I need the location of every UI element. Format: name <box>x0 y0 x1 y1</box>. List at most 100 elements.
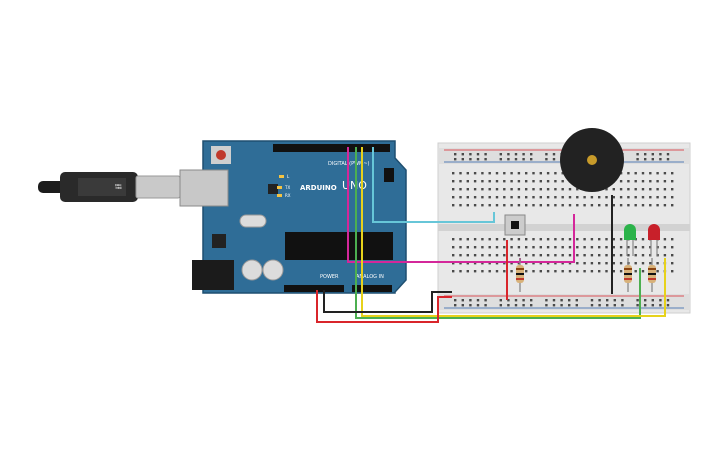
breadboard-hole[interactable] <box>546 172 550 175</box>
breadboard-hole[interactable] <box>568 254 572 257</box>
breadboard-hole[interactable] <box>452 262 455 265</box>
breadboard-hole[interactable] <box>503 188 506 191</box>
breadboard-hole[interactable] <box>590 254 594 257</box>
breadboard-hole[interactable] <box>651 153 654 156</box>
breadboard-hole[interactable] <box>514 299 518 302</box>
breadboard-hole[interactable] <box>473 204 477 207</box>
breadboard-hole[interactable] <box>561 172 564 175</box>
breadboard-hole[interactable] <box>507 158 510 161</box>
breadboard-hole[interactable] <box>546 238 550 241</box>
breadboard-hole[interactable] <box>627 254 630 257</box>
breadboard-hole[interactable] <box>576 238 579 241</box>
breadboard-hole[interactable] <box>656 262 659 265</box>
breadboard-hole[interactable] <box>517 262 521 265</box>
breadboard-hole[interactable] <box>663 172 667 175</box>
breadboard-hole[interactable] <box>641 196 645 199</box>
breadboard-hole[interactable] <box>612 238 615 241</box>
breadboard-hole[interactable] <box>473 270 477 273</box>
breadboard-hole[interactable] <box>488 238 491 241</box>
breadboard-hole[interactable] <box>459 188 462 191</box>
breadboard-hole[interactable] <box>546 246 550 249</box>
breadboard-hole[interactable] <box>525 262 528 265</box>
breadboard-hole[interactable] <box>484 158 487 161</box>
breadboard-hole[interactable] <box>641 188 645 191</box>
breadboard-hole[interactable] <box>459 204 462 207</box>
breadboard-hole[interactable] <box>459 246 462 249</box>
breadboard-hole[interactable] <box>488 262 491 265</box>
wire-cyan[interactable] <box>372 147 495 223</box>
breadboard-hole[interactable] <box>666 299 670 302</box>
breadboard-hole[interactable] <box>634 254 637 257</box>
breadboard-hole[interactable] <box>576 254 579 257</box>
breadboard-hole[interactable] <box>546 270 550 273</box>
breadboard-hole[interactable] <box>656 246 659 249</box>
breadboard-hole[interactable] <box>659 304 662 307</box>
breadboard-hole[interactable] <box>561 188 564 191</box>
breadboard-hole[interactable] <box>619 180 623 183</box>
breadboard-hole[interactable] <box>636 304 639 307</box>
breadboard-hole[interactable] <box>666 304 670 307</box>
breadboard-hole[interactable] <box>466 254 469 257</box>
breadboard-hole[interactable] <box>499 153 502 156</box>
breadboard-hole[interactable] <box>671 254 674 257</box>
breadboard-hole[interactable] <box>452 196 455 199</box>
breadboard-hole[interactable] <box>636 158 639 161</box>
breadboard-hole[interactable] <box>546 254 550 257</box>
breadboard-hole[interactable] <box>641 180 645 183</box>
breadboard-hole[interactable] <box>503 196 506 199</box>
breadboard-hole[interactable] <box>539 254 542 257</box>
breadboard-hole[interactable] <box>606 299 609 302</box>
breadboard-hole[interactable] <box>554 172 557 175</box>
breadboard-hole[interactable] <box>605 196 608 199</box>
breadboard-hole[interactable] <box>466 196 469 199</box>
pushbutton-cap[interactable] <box>511 221 519 229</box>
breadboard-hole[interactable] <box>649 204 652 207</box>
breadboard-hole[interactable] <box>459 172 462 175</box>
breadboard-hole[interactable] <box>568 238 572 241</box>
breadboard-hole[interactable] <box>546 188 550 191</box>
breadboard-hole[interactable] <box>514 158 518 161</box>
breadboard-hole[interactable] <box>503 270 506 273</box>
breadboard-hole[interactable] <box>656 254 659 257</box>
breadboard-hole[interactable] <box>621 299 624 302</box>
breadboard-hole[interactable] <box>466 204 469 207</box>
breadboard-hole[interactable] <box>495 254 499 257</box>
breadboard-hole[interactable] <box>561 262 564 265</box>
breadboard-hole[interactable] <box>671 188 674 191</box>
breadboard-hole[interactable] <box>671 270 674 273</box>
breadboard-hole[interactable] <box>605 238 608 241</box>
breadboard-hole[interactable] <box>452 180 455 183</box>
breadboard-hole[interactable] <box>539 270 542 273</box>
breadboard-hole[interactable] <box>495 172 499 175</box>
breadboard-hole[interactable] <box>476 299 480 302</box>
breadboard-hole[interactable] <box>605 254 608 257</box>
breadboard-hole[interactable] <box>605 270 608 273</box>
breadboard-hole[interactable] <box>554 196 557 199</box>
breadboard-hole[interactable] <box>525 180 528 183</box>
breadboard-hole[interactable] <box>621 304 624 307</box>
breadboard-hole[interactable] <box>517 238 521 241</box>
breadboard-hole[interactable] <box>590 304 594 307</box>
breadboard-hole[interactable] <box>503 172 506 175</box>
breadboard-hole[interactable] <box>495 238 499 241</box>
breadboard-hole[interactable] <box>649 172 652 175</box>
breadboard-hole[interactable] <box>651 299 654 302</box>
breadboard-hole[interactable] <box>568 304 571 307</box>
breadboard-hole[interactable] <box>659 158 662 161</box>
breadboard-hole[interactable] <box>517 196 521 199</box>
breadboard-hole[interactable] <box>452 238 455 241</box>
breadboard-hole[interactable] <box>473 188 477 191</box>
breadboard-hole[interactable] <box>590 299 594 302</box>
breadboard-hole[interactable] <box>649 262 652 265</box>
breadboard-hole[interactable] <box>545 153 548 156</box>
breadboard-hole[interactable] <box>561 270 564 273</box>
breadboard-hole[interactable] <box>530 304 533 307</box>
breadboard-hole[interactable] <box>561 254 564 257</box>
breadboard-hole[interactable] <box>568 204 572 207</box>
breadboard-hole[interactable] <box>495 246 499 249</box>
breadboard-hole[interactable] <box>503 238 506 241</box>
breadboard-hole[interactable] <box>583 196 586 199</box>
breadboard-hole[interactable] <box>575 304 578 307</box>
breadboard-hole[interactable] <box>636 299 639 302</box>
breadboard-hole[interactable] <box>459 254 462 257</box>
